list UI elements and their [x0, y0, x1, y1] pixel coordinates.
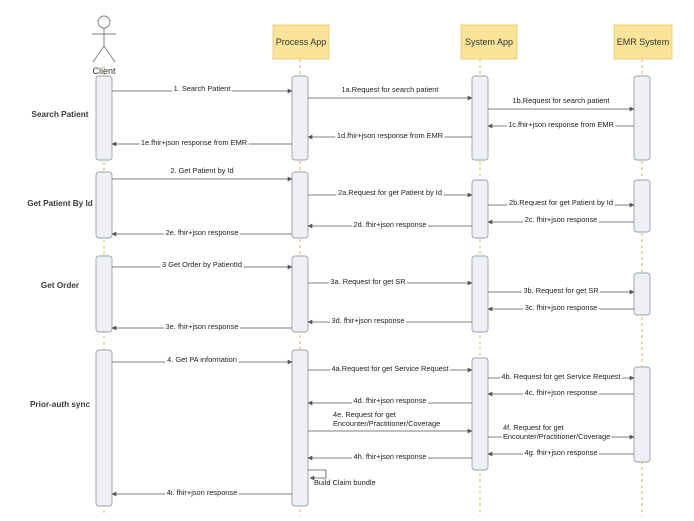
participant-box-process — [272, 24, 330, 60]
message-label-m2d: 2d. fhir+json response — [354, 220, 427, 229]
message-label-m4b: 4b. Request for get Service Request — [501, 372, 620, 381]
message-label-bg — [511, 96, 611, 105]
activation-bar-client — [95, 75, 113, 161]
participant-label-emr: EMR System — [617, 37, 670, 47]
phase-label-order: Get Order — [41, 281, 80, 290]
activation-bar-emr — [633, 75, 651, 161]
self-message-label: Build Claim bundle — [314, 478, 376, 487]
message-label-bg — [523, 448, 599, 457]
actor-leg-icon — [103, 45, 116, 63]
message-label-bg — [340, 85, 440, 94]
message-label-bg — [164, 322, 240, 331]
message-label-m3: 3 Get Order by PatientId — [162, 260, 242, 269]
participant-label-client: Client — [92, 66, 116, 76]
message-label-m1a: 1a.Request for search patient — [342, 85, 439, 94]
message-label-m4i: 4i. fhir+json response — [167, 488, 237, 497]
message-label-bg — [502, 432, 612, 441]
self-message-arrow — [308, 469, 327, 481]
message-label-m2c: 2c. fhir+json response — [525, 215, 598, 224]
message-label-m4: 4. Get PA information — [167, 355, 237, 364]
message-label-bg — [329, 364, 451, 373]
message-label-bg — [168, 166, 236, 175]
message-label-m3b: 3b. Request for get SR — [523, 286, 598, 295]
message-label-m1d: 1d.fhir+json response from EMR — [337, 131, 443, 140]
message-label-bg — [335, 131, 445, 140]
message-label-m4c: 4c. fhir+json response — [525, 388, 598, 397]
participant-label-process: Process App — [276, 37, 327, 47]
message-label-bg — [352, 452, 428, 461]
message-label-m3c: 3c. fhir+json response — [525, 303, 598, 312]
activation-bar-process — [291, 255, 309, 333]
message-label-m4f-line-0: 4f. Request for get — [503, 423, 564, 432]
message-label-m3a: 3a. Request for get SR — [330, 277, 405, 286]
phase-label-getid: Get Patient By Id — [27, 199, 93, 208]
message-label-bg — [160, 260, 244, 269]
message-label-bg — [332, 410, 397, 419]
message-label-bg — [172, 84, 232, 93]
message-label-bg — [523, 215, 599, 224]
activation-bar-process — [291, 349, 309, 507]
message-label-bg — [507, 198, 615, 207]
message-label-m2a: 2a.Request for get Patient by Id — [338, 188, 442, 197]
activation-bar-system — [471, 357, 489, 471]
message-label-m4a: 4a.Request for get Service Request — [331, 364, 448, 373]
message-label-bg — [506, 120, 616, 129]
message-label-m1e: 1e.fhir+json response from EMR — [141, 138, 247, 147]
activation-bar-system — [471, 255, 489, 333]
actor-head-icon — [97, 15, 111, 29]
activation-bar-emr — [633, 366, 651, 463]
activation-bar-system — [471, 179, 489, 239]
message-label-bg — [352, 220, 428, 229]
actor-leg-icon — [92, 45, 105, 63]
participant-box-system — [460, 24, 518, 60]
message-label-bg — [502, 423, 565, 432]
message-label-bg — [336, 188, 444, 197]
message-label-m2b: 2b.Request for get Patient by Id — [509, 198, 613, 207]
activation-bar-client — [95, 255, 113, 333]
message-label-bg — [332, 419, 442, 428]
message-label-m1b: 1b.Request for search patient — [513, 96, 610, 105]
message-label-m3e: 3e. fhir+json response — [166, 322, 239, 331]
message-label-m1: 1. Search Patient — [174, 84, 231, 93]
message-label-m4g: 4g. fhir+json response — [525, 448, 598, 457]
message-label-bg — [499, 372, 623, 381]
message-label-bg — [521, 286, 601, 295]
message-label-bg — [139, 138, 249, 147]
message-label-m4h: 4h. fhir+json response — [354, 452, 427, 461]
message-label-bg — [523, 303, 599, 312]
message-label-m3d: 3d. fhir+json response — [332, 316, 405, 325]
activation-bar-client — [95, 171, 113, 239]
activation-bar-client — [95, 349, 113, 507]
phase-label-search: Search Patient — [32, 110, 89, 119]
message-label-bg — [165, 355, 239, 364]
message-label-bg — [328, 277, 408, 286]
client-actor-icon — [92, 15, 116, 63]
participant-label-system: System App — [465, 37, 513, 47]
message-label-bg — [164, 228, 240, 237]
message-label-m2e: 2e. fhir+json response — [166, 228, 239, 237]
message-label-bg — [523, 388, 599, 397]
activation-bar-emr — [633, 179, 651, 233]
phase-label-prior: Prior-auth sync — [30, 400, 91, 409]
message-label-bg — [352, 396, 428, 405]
activation-bar-process — [291, 75, 309, 161]
message-label-bg — [165, 488, 239, 497]
message-label-m4e-line-1: Encounter/Practitioner/Coverage — [333, 419, 440, 428]
activation-bar-emr — [633, 272, 651, 316]
message-label-bg — [330, 316, 406, 325]
message-label-m4e-line-0: 4e. Request for get — [333, 410, 396, 419]
message-label-m4d: 4d. fhir+json response — [354, 396, 427, 405]
participant-box-emr — [613, 24, 673, 60]
message-label-m2: 2. Get Patient by Id — [170, 166, 233, 175]
message-label-m1c: 1c.fhir+json response from EMR — [508, 120, 614, 129]
activation-bar-process — [291, 171, 309, 239]
message-label-m4f-line-1: Encounter/Practitioner/Coverage — [503, 432, 610, 441]
activation-bar-system — [471, 75, 489, 161]
